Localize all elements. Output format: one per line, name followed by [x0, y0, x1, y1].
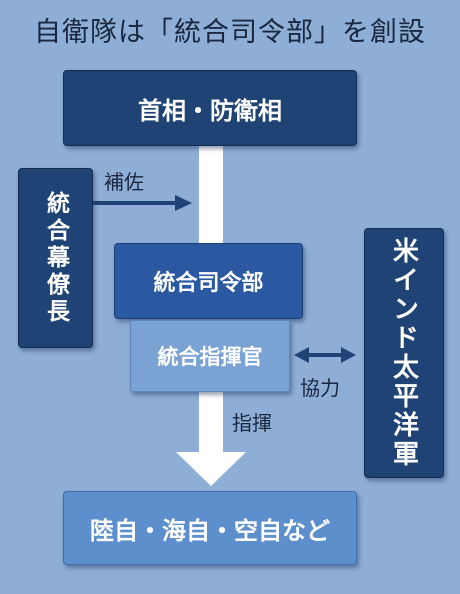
forces-box: 陸自・海自・空自など — [63, 491, 357, 565]
joint-commander-box: 統合指揮官 — [130, 320, 290, 392]
joint-staff-box: 統合幕僚長 — [18, 168, 93, 348]
assist-label: 補佐 — [104, 170, 144, 194]
joint-command-box: 統合司令部 — [114, 243, 303, 319]
prime-minister-box: 首相・防衛相 — [63, 70, 357, 146]
command-shaft-lower — [199, 392, 223, 452]
cooperation-arrow-head-left — [294, 347, 309, 363]
page-title: 自衛隊は「統合司令部」を創設 — [34, 17, 426, 48]
cooperation-label: 協力 — [300, 376, 340, 400]
command-arrow-head — [176, 452, 246, 486]
indo-pacific-command-box: 米インド太平洋軍 — [364, 228, 444, 478]
command-label: 指揮 — [232, 411, 272, 435]
command-shaft — [199, 146, 223, 243]
assist-arrow-head — [175, 195, 192, 211]
cooperation-arrow-head-right — [341, 347, 356, 363]
